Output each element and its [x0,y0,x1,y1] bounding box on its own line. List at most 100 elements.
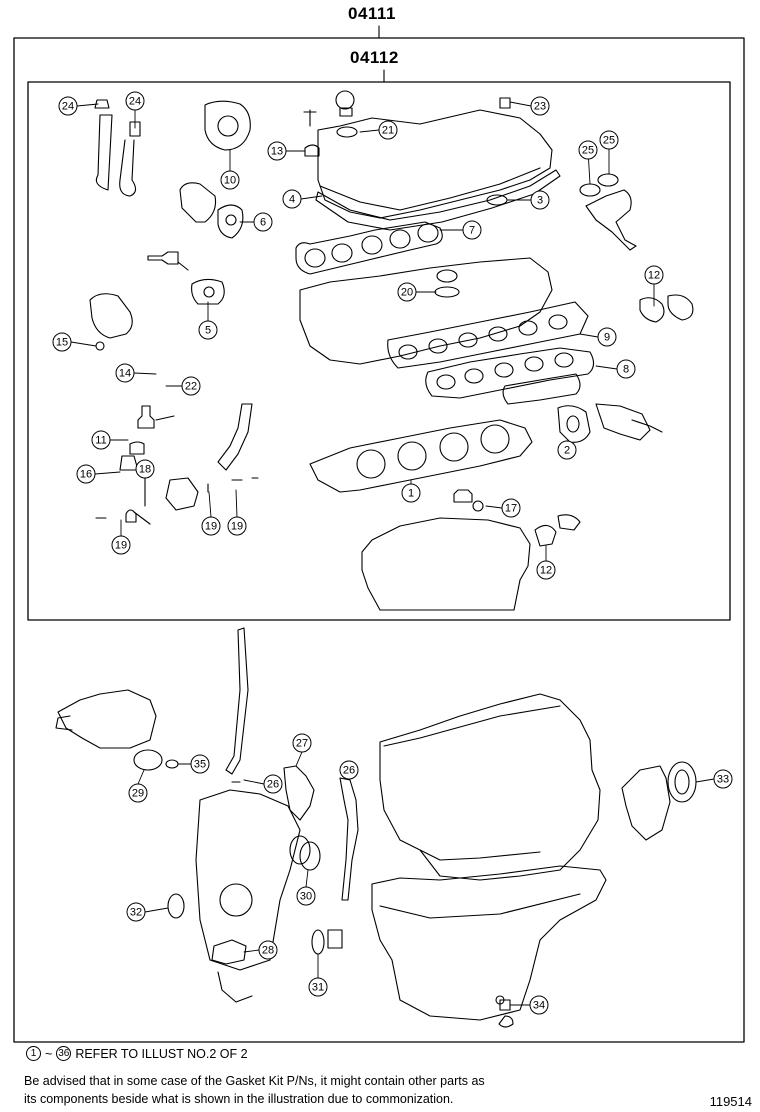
callout-label: 15 [56,337,68,349]
callout-label: 18 [139,464,151,476]
callout-label: 27 [296,738,308,750]
callout-5: 5 [198,320,218,340]
callout-label: 26 [267,779,279,791]
callout-label: 35 [194,759,206,771]
top-section-parts [89,90,694,611]
callout-label: 31 [312,982,324,994]
callout-25: 25 [578,140,598,160]
callout-circle [597,327,617,347]
callout-circle [397,282,417,302]
callout-circle [282,189,302,209]
callout-20: 20 [397,282,417,302]
callout-circle [644,265,664,285]
callout-label: 11 [95,435,106,447]
callout-28: 28 [258,940,278,960]
callout-circle [220,170,240,190]
callout-3: 3 [530,190,550,210]
advisory-note-line-1: Be advised that in some case of the Gask… [24,1074,485,1088]
callout-27: 27 [292,733,312,753]
callout-label: 13 [271,146,283,158]
outer-kit-frame [13,37,745,1043]
illustration-id: 119514 [709,1094,752,1109]
callout-circle [378,120,398,140]
callout-circle [578,140,598,160]
advisory-note-line-2: its components beside what is shown in t… [24,1092,454,1106]
callout-circle [91,430,111,450]
callout-label: 34 [533,1000,545,1012]
callout-33: 33 [713,769,733,789]
callout-circle [227,516,247,536]
callout-24: 24 [58,96,78,116]
callout-circle [258,940,278,960]
callout-label: 5 [205,325,211,337]
callout-35: 35 [190,754,210,774]
callout-circle [339,760,359,780]
callout-17: 17 [501,498,521,518]
callout-4: 4 [282,189,302,209]
callout-15: 15 [52,332,72,352]
legend-text: REFER TO ILLUST NO.2 OF 2 [75,1046,248,1061]
callout-19: 19 [227,516,247,536]
callout-label: 6 [260,217,266,229]
callout-label: 24 [62,101,74,113]
callout-26: 26 [263,774,283,794]
callout-2: 2 [557,440,577,460]
callout-circle [52,332,72,352]
callout-18: 18 [135,459,155,479]
callout-circle [263,774,283,794]
callout-label: 4 [289,194,295,206]
callout-label: 10 [224,175,236,187]
callout-label: 22 [185,381,197,393]
callout-label: 19 [231,521,243,533]
callout-25: 25 [599,130,619,150]
callout-circle [126,902,146,922]
callout-label: 24 [129,96,141,108]
callout-label: 19 [205,521,217,533]
callout-label: 23 [534,101,546,113]
callout-label: 26 [343,765,355,777]
callout-circle [76,464,96,484]
callout-1: 1 [401,483,421,503]
legend-start-number: 1 [26,1046,41,1061]
callout-label: 25 [603,135,615,147]
callout-11: 11 [91,430,111,450]
kit-code-inner: 04112 [350,48,399,67]
callout-circle [616,359,636,379]
callout-label: 33 [717,774,729,786]
callout-circle [296,886,316,906]
callout-30: 30 [296,886,316,906]
callout-label: 9 [604,332,610,344]
legend-tilde: ~ [45,1046,53,1061]
callout-label: 7 [469,225,475,237]
callout-circle [115,363,135,383]
callout-circle [190,754,210,774]
callout-29: 29 [128,783,148,803]
callout-label: 30 [300,891,312,903]
callout-label: 17 [505,503,517,515]
callout-circle [253,212,273,232]
callout-label: 8 [623,364,629,376]
callout-circle [292,733,312,753]
callout-circle [557,440,577,460]
callout-22: 22 [181,376,201,396]
callout-label: 25 [582,145,594,157]
refer-legend: 1 ~ 36 REFER TO ILLUST NO.2 OF 2 [26,1046,248,1061]
callout-circle [198,320,218,340]
callout-12: 12 [536,560,556,580]
callout-13: 13 [267,141,287,161]
callout-circle [462,220,482,240]
callout-circle [135,459,155,479]
callout-label: 32 [130,907,142,919]
callout-10: 10 [220,170,240,190]
callout-circle [125,91,145,111]
callout-label: 2 [564,445,570,457]
callout-34: 34 [529,995,549,1015]
callout-19: 19 [111,535,131,555]
legend-end-number: 36 [56,1046,72,1061]
inner-kit-frame [27,81,731,621]
callout-24: 24 [125,91,145,111]
callout-label: 12 [540,565,552,577]
callout-label: 28 [262,945,274,957]
